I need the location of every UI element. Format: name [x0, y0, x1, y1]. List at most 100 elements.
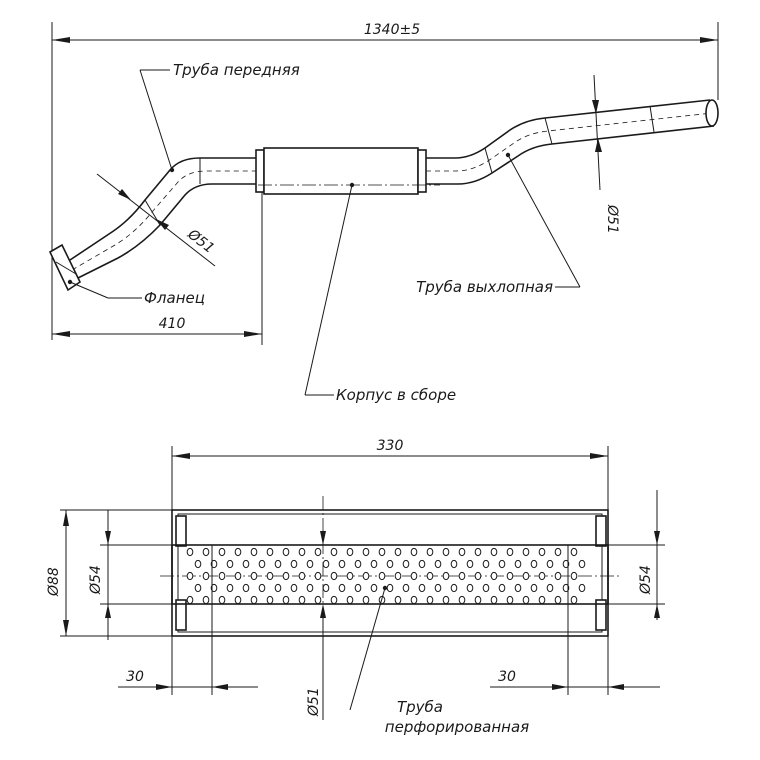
perforated-pipe — [160, 544, 620, 605]
perforation-hole — [458, 571, 466, 581]
perforation-hole — [218, 595, 226, 605]
perforation-hole — [250, 595, 258, 605]
perforation-hole — [538, 595, 546, 605]
perforation-hole — [506, 547, 514, 557]
perforation-hole — [218, 547, 226, 557]
perforation-hole — [322, 583, 330, 593]
perforation-hole — [306, 583, 314, 593]
perforation-hole — [554, 595, 562, 605]
section-view: 330 Ø88 — [46, 438, 665, 736]
perforation-hole — [570, 547, 578, 557]
perforation-hole — [442, 571, 450, 581]
perforation-hole — [194, 583, 202, 593]
perforation-hole — [498, 583, 506, 593]
exhaust-diameter-text: Ø51 — [604, 204, 620, 234]
perforation-hole — [290, 559, 298, 569]
inner-diameter-right-dimension: Ø54 — [608, 490, 665, 620]
perforation-hole — [482, 583, 490, 593]
perforation-hole — [210, 559, 218, 569]
perforation-hole — [370, 583, 378, 593]
perforation-hole — [530, 559, 538, 569]
perforation-hole — [194, 559, 202, 569]
perforation-hole — [362, 571, 370, 581]
perforated-label-line2: перфорированная — [385, 718, 529, 736]
front-pipe — [69, 157, 258, 281]
perforation-hole — [226, 583, 234, 593]
body-assembly-label: Корпус в сборе — [336, 386, 456, 404]
perforation-hole — [418, 583, 426, 593]
perforation-hole — [378, 571, 386, 581]
perforation-hole — [282, 571, 290, 581]
perforation-hole — [482, 559, 490, 569]
perforation-hole — [258, 583, 266, 593]
overall-length-dimension: 1340±5 — [51, 22, 719, 340]
perforation-hole — [186, 595, 194, 605]
perforation-hole — [466, 583, 474, 593]
perforation-hole — [306, 559, 314, 569]
front-pipe-callout: Труба передняя — [139, 61, 300, 173]
perforation-hole — [570, 571, 578, 581]
perforation-hole — [218, 571, 226, 581]
perforation-hole — [210, 583, 218, 593]
perforation-hole — [242, 559, 250, 569]
end-right-text: 30 — [498, 669, 516, 685]
front-pipe-label: Труба передняя — [173, 61, 300, 79]
exhaust-pipe-callout: Труба выхлопная — [416, 152, 581, 296]
perforation-hole — [234, 547, 242, 557]
perforation-hole — [426, 595, 434, 605]
body-length-text: 330 — [377, 438, 404, 454]
inner-diameter-right-text: Ø54 — [638, 565, 654, 595]
perforation-hole — [434, 559, 442, 569]
perforation-hole — [498, 559, 506, 569]
perforation-hole — [458, 595, 466, 605]
perforated-label-line1: Труба — [397, 698, 443, 716]
outer-diameter-dimension: Ø88 — [46, 509, 172, 637]
perforation-hole — [314, 595, 322, 605]
body-length-dimension: 330 — [171, 438, 609, 510]
perforation-hole — [474, 547, 482, 557]
end-left-text: 30 — [126, 669, 144, 685]
perforation-hole — [314, 547, 322, 557]
front-diameter-text: Ø51 — [184, 226, 217, 257]
end-left-dimension: 30 — [118, 545, 258, 695]
perforation-hole — [538, 571, 546, 581]
body-callout: Корпус в сборе — [304, 184, 456, 404]
perforation-hole — [418, 559, 426, 569]
perforation-hole — [378, 547, 386, 557]
perforation-hole — [250, 571, 258, 581]
front-diameter-dimension: Ø51 — [96, 173, 217, 267]
perforation-hole — [394, 571, 402, 581]
perforation-hole — [298, 595, 306, 605]
perforation-hole — [562, 583, 570, 593]
perforation-hole — [370, 559, 378, 569]
inner-diameter-left-dimension: Ø54 — [88, 510, 172, 640]
perforation-hole — [266, 547, 274, 557]
perforation-hole — [450, 559, 458, 569]
outer-diameter-text: Ø88 — [46, 567, 62, 597]
perforation-hole — [522, 547, 530, 557]
perforation-hole — [522, 595, 530, 605]
overall-length-text: 1340±5 — [364, 22, 420, 38]
perforation-hole — [250, 547, 258, 557]
perforation-hole — [490, 547, 498, 557]
perforation-hole — [362, 595, 370, 605]
perforation-hole — [410, 547, 418, 557]
muffler-body — [255, 147, 440, 195]
perforation-hole — [330, 571, 338, 581]
end-right-dimension: 30 — [171, 545, 660, 695]
front-offset-dimension: 410 — [52, 190, 263, 345]
perforation-hole — [554, 547, 562, 557]
perforation-hole — [282, 595, 290, 605]
perforation-hole — [578, 583, 586, 593]
perforation-hole — [354, 583, 362, 593]
flange-label: Фланец — [144, 289, 205, 307]
perforation-hole — [234, 571, 242, 581]
perforation-hole — [258, 559, 266, 569]
perforation-hole — [538, 547, 546, 557]
perforation-hole — [554, 571, 562, 581]
exhaust-pipe-label: Труба выхлопная — [416, 278, 553, 296]
perforation-hole — [514, 559, 522, 569]
perforation-hole — [346, 547, 354, 557]
perforation-hole — [274, 559, 282, 569]
